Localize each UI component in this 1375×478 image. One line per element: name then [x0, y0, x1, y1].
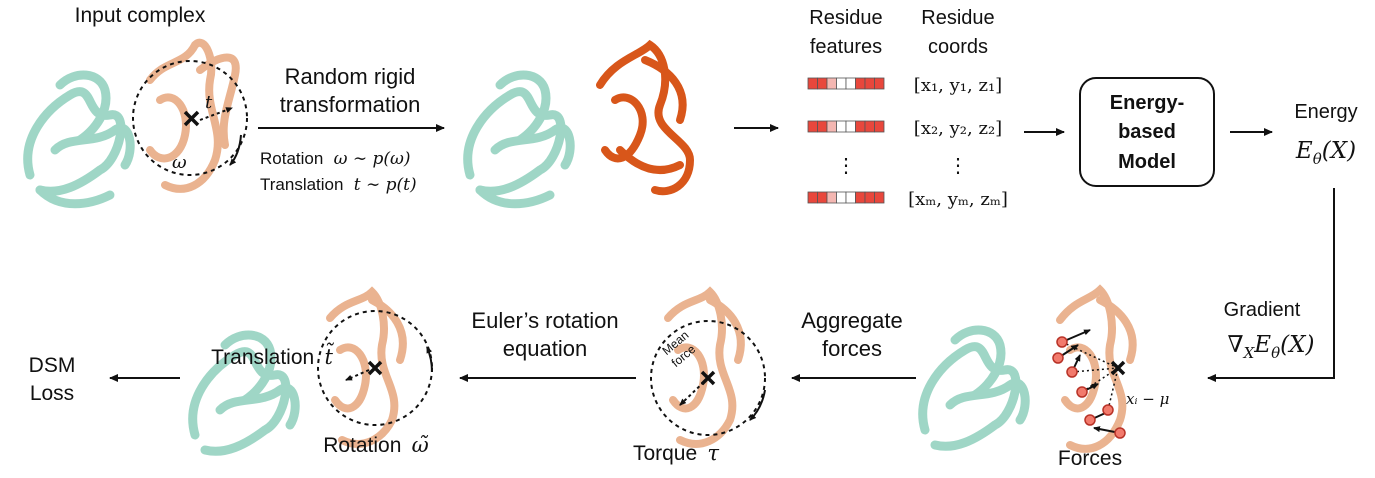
features-header-line-1: Residue — [809, 7, 882, 29]
torque-text: Torque — [633, 442, 697, 465]
energy-label: Energy — [1294, 101, 1357, 123]
mean-force-vector — [679, 377, 709, 406]
feature-cell — [874, 120, 885, 133]
feature-cell — [855, 120, 866, 133]
predicted-rotation-math: ω̃ — [412, 433, 429, 457]
aggregate-label-line-2: forces — [822, 336, 882, 361]
gradient-math: ∇XEθ(X) — [1228, 332, 1315, 362]
receptor-protein-2 — [463, 70, 575, 209]
gradient-connector-arrow — [1207, 188, 1335, 382]
receptor-protein-5 — [188, 330, 300, 456]
feature-cell — [826, 191, 837, 204]
feature-cell — [836, 77, 847, 90]
predicted-rotation-label: Rotation ω̃ — [323, 433, 429, 457]
feature-cell — [864, 120, 875, 133]
feature-vector-row — [807, 120, 885, 133]
receptor-protein — [23, 70, 135, 209]
xi-minus-mu: xᵢ − μ — [1126, 390, 1169, 408]
torque-math: τ — [707, 441, 719, 465]
forces-protein — [918, 284, 1137, 453]
coords-header-line-2: coords — [928, 36, 988, 58]
coords-row-1: [x₁, y₁, z₁] — [914, 75, 1002, 96]
ligand-protein-5 — [326, 286, 407, 448]
predicted-translation-text: Translation — [211, 346, 314, 369]
center-cross-icon — [1110, 360, 1126, 376]
translation-sampling-text: Translation — [260, 175, 343, 194]
gradient-label: Gradient — [1224, 299, 1301, 321]
rotation-sampling: Rotation ω ∼ p(ω) — [260, 149, 411, 169]
feature-cell — [826, 120, 837, 133]
rotation-circle — [132, 60, 248, 176]
rotation-arrow-icon — [229, 134, 242, 166]
rotation-arrow-icon — [426, 346, 433, 373]
feature-cell — [874, 191, 885, 204]
torque-circle — [650, 320, 766, 436]
loss-label-line-2: Loss — [30, 382, 74, 405]
center-cross-icon — [183, 110, 200, 127]
aggregate-label-line-1: Aggregate — [801, 308, 903, 333]
residue-points — [1052, 336, 1126, 439]
feature-cell — [817, 120, 828, 133]
omega-symbol: ω — [172, 152, 187, 173]
model-label-line-3: Model — [1118, 151, 1176, 173]
torque-arrow-icon — [749, 389, 766, 421]
features-header-line-2: features — [810, 36, 882, 58]
ligand-protein — [146, 38, 240, 193]
feature-cell — [807, 191, 818, 204]
model-label-line-2: based — [1118, 121, 1176, 143]
feature-cell — [817, 77, 828, 90]
ligand-protein-2 — [596, 39, 695, 196]
feature-cell — [874, 77, 885, 90]
euler-label-line-2: equation — [503, 336, 587, 361]
coords-row-m: [xₘ, yₘ, zₘ] — [908, 189, 1008, 210]
predicted-rotation-text: Rotation — [323, 434, 401, 457]
feature-vectors — [807, 77, 885, 204]
input-complex-label: Input complex — [75, 4, 206, 27]
feature-cell — [807, 120, 818, 133]
predicted-translation-math: t̃ — [324, 342, 334, 369]
feature-cell — [864, 191, 875, 204]
loss-label-line-1: DSM — [29, 354, 76, 377]
transform-title-line-1: Random rigid — [285, 64, 416, 89]
translation-sampling: Translation t ∼ p(t) — [260, 175, 417, 195]
feature-cell — [836, 120, 847, 133]
feature-cell — [845, 191, 856, 204]
feature-cell — [845, 77, 856, 90]
t-symbol: t — [205, 92, 213, 113]
predicted-complex-protein — [188, 286, 433, 456]
energy-model-box — [1079, 77, 1215, 187]
euler-label-line-1: Euler’s rotation — [471, 308, 618, 333]
feature-cell — [817, 191, 828, 204]
transform-title-line-2: transformation — [280, 92, 421, 117]
predicted-translation-label: Translation t̃ — [211, 342, 335, 369]
feature-cell — [807, 77, 818, 90]
torque-label: Torque τ — [633, 441, 719, 465]
coords-vdots: ⋮ — [948, 153, 968, 177]
feature-vector-row — [807, 77, 885, 90]
translation-vector — [345, 369, 370, 381]
feature-cell — [845, 120, 856, 133]
forces-label: Forces — [1058, 447, 1122, 470]
transformed-complex-protein — [463, 39, 695, 209]
coords-row-2: [x₂, y₂, z₂] — [914, 118, 1002, 139]
rotation-sampling-text: Rotation — [260, 149, 323, 168]
torque-protein — [650, 286, 766, 448]
feature-cell — [864, 77, 875, 90]
energy-math: Eθ(X) — [1295, 138, 1356, 168]
feature-cell — [826, 77, 837, 90]
feature-vector-row — [807, 191, 885, 204]
translation-sampling-math: t ∼ p(t) — [354, 175, 417, 195]
input-complex-protein — [23, 38, 248, 209]
feature-cell — [855, 191, 866, 204]
center-cross-icon — [367, 360, 383, 376]
feature-cell — [836, 191, 847, 204]
coords-header-line-1: Residue — [921, 7, 994, 29]
rotation-sampling-math: ω ∼ p(ω) — [334, 149, 411, 169]
model-label-line-1: Energy- — [1110, 92, 1184, 114]
feature-cell — [855, 77, 866, 90]
features-vdots: ⋮ — [836, 153, 856, 177]
receptor-protein-3 — [918, 325, 1030, 451]
